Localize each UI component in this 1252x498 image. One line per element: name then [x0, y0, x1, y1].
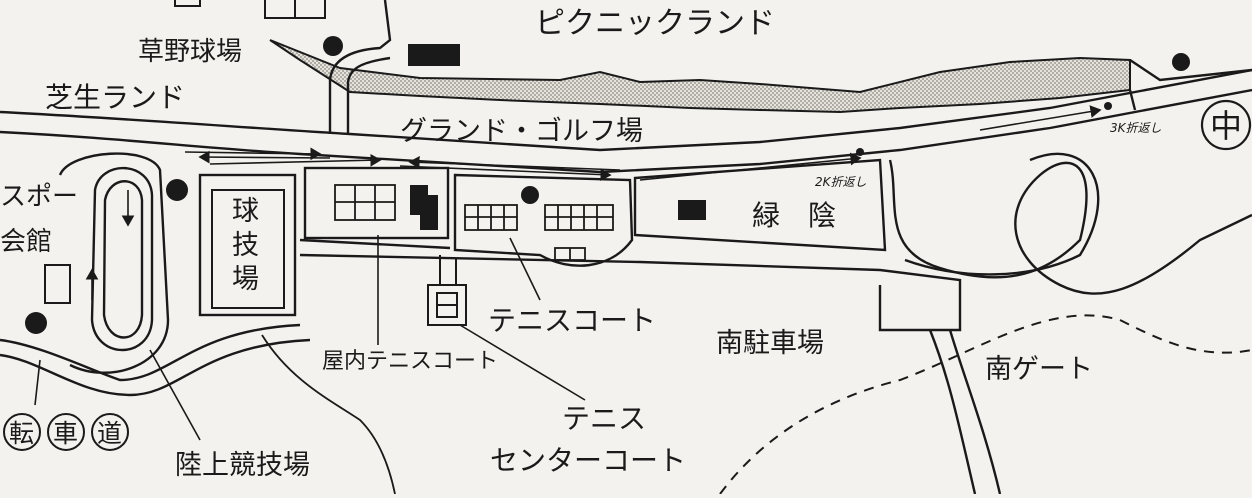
left-lower-roads: [0, 323, 311, 397]
label-athletics-field: 陸上競技場: [175, 450, 310, 481]
main-road: [0, 0, 1252, 174]
label-sports-hall-bottom: 会館: [0, 227, 52, 257]
label-tennis-court: テニスコート: [488, 304, 656, 337]
ball-field-inner: [211, 189, 285, 309]
route-arrows: [184, 105, 1102, 181]
label-bike-road-2: 車: [53, 419, 78, 448]
indoor-tennis-building-fill: [410, 185, 438, 230]
stippled-hill-band: [269, 39, 1131, 114]
indoor-tennis-block: [303, 166, 450, 240]
leader-lines: [34, 235, 586, 441]
label-indoor-tennis: 屋内テニスコート: [322, 349, 498, 374]
label-tennis-center-2: センターコート: [490, 444, 686, 477]
top-left-building: [174, 0, 326, 19]
middle-marker-ring: [1200, 99, 1252, 151]
label-bike-road-3: 道: [97, 419, 122, 448]
label-south-gate: 南ゲート: [985, 354, 1093, 385]
label-lawn-land: 芝生ランド: [45, 81, 185, 114]
boundary-dashed: [719, 314, 1252, 495]
label-ground-golf: グランド・ゴルフ場: [400, 116, 643, 147]
indoor-tennis-courts: [334, 184, 396, 221]
tennis-courts: [464, 204, 614, 261]
label-ball-field-2: 技: [232, 230, 259, 261]
tennis-block: [453, 173, 634, 267]
toilet-icon: [25, 36, 1190, 334]
label-picnic-land: ピクニックランド: [535, 6, 775, 41]
ball-field-outline: [198, 173, 297, 317]
bike-road-circles: [3, 413, 129, 451]
south-roads: [299, 59, 1252, 495]
label-bike-road-1: 転: [9, 419, 34, 448]
label-ball-field-3: 場: [232, 264, 259, 295]
label-south-parking: 南駐車場: [716, 328, 824, 359]
green-shade-block: [633, 158, 887, 252]
label-ball-field-1: 球: [232, 196, 259, 227]
sports-hall-annex: [44, 264, 71, 304]
boundary-ticked: [261, 334, 396, 495]
label-tennis-center-1: テニス: [562, 402, 646, 435]
rest-house-icon: [408, 44, 706, 220]
athletics-track: [58, 152, 170, 374]
center-court: [427, 255, 467, 326]
label-kusano-baseball: 草野球場: [138, 37, 242, 67]
label-sports-hall-top: スポー: [0, 182, 78, 212]
label-hand-note-1: 3K折返し: [1110, 121, 1162, 135]
label-hand-note-2: 2K折返し: [815, 175, 867, 189]
label-green-shade: 緑 陰: [752, 199, 836, 232]
track-arrows: [85, 190, 135, 300]
label-middle-marker: 中: [1210, 107, 1242, 145]
